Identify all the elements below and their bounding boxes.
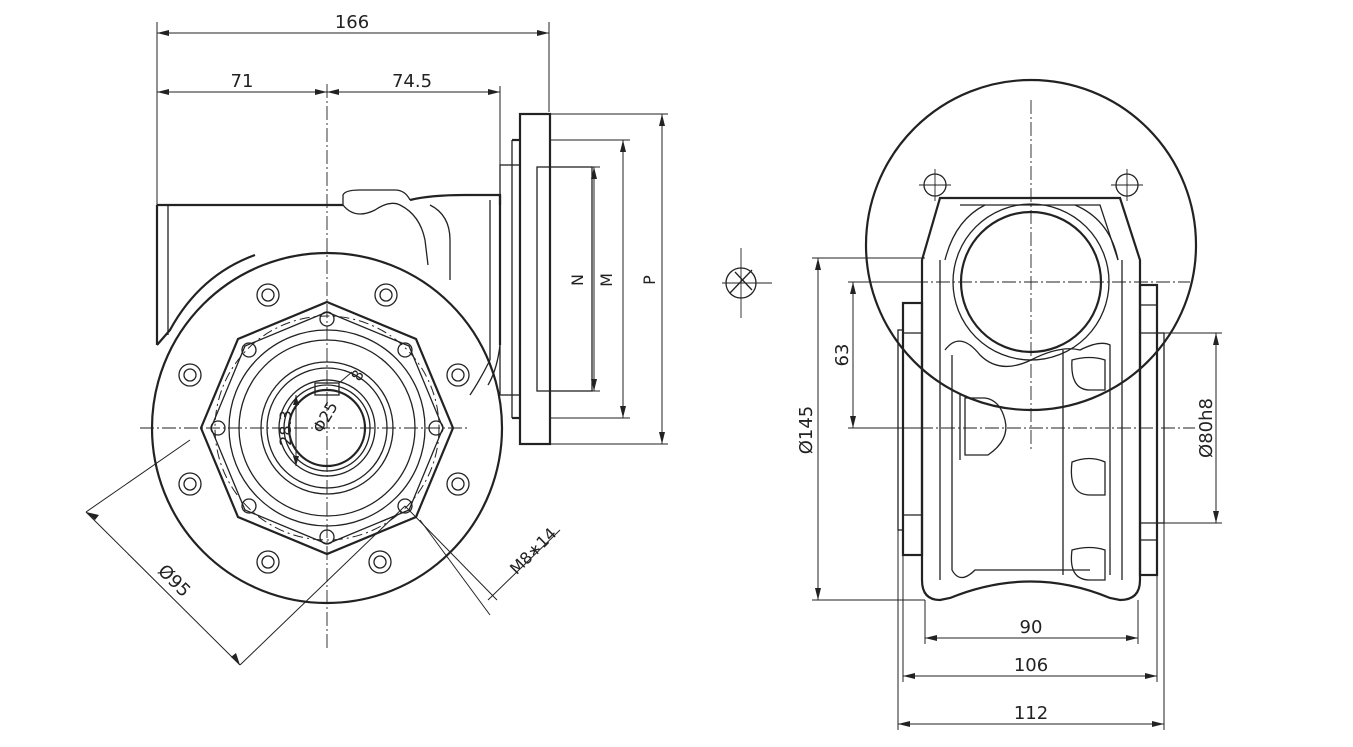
dimension-thread: M8∗14 bbox=[404, 505, 561, 616]
dim-label-foot-width: 106 bbox=[1014, 655, 1048, 676]
dim-label-bolt-circle: Ø95 bbox=[153, 561, 194, 602]
projection-symbol bbox=[722, 248, 772, 318]
front-body bbox=[920, 196, 1142, 602]
side-view: 166 71 74.5 bbox=[85, 12, 668, 666]
input-housing bbox=[155, 189, 502, 396]
front-view: 63 Ø145 Ø80h8 90 bbox=[796, 78, 1222, 730]
dim-label-p: P bbox=[640, 275, 659, 285]
dim-label-pilot-diameter: Ø80h8 bbox=[1196, 398, 1217, 458]
dim-label-thread: M8∗14 bbox=[506, 524, 560, 578]
dim-label-m: M bbox=[597, 273, 616, 287]
front-input-bore bbox=[959, 210, 1103, 354]
dim-label-keyway: 28.3 bbox=[276, 410, 295, 446]
dim-label-overall-width: 112 bbox=[1014, 703, 1048, 724]
dim-label-body-width: 90 bbox=[1020, 617, 1043, 638]
front-flange-circle bbox=[864, 78, 1198, 412]
dimension-90: 90 bbox=[924, 600, 1139, 644]
dimension-diameter-95: Ø95 bbox=[85, 439, 406, 666]
inner-bolt-holes bbox=[210, 311, 444, 545]
octagon-flange bbox=[199, 300, 455, 556]
front-right-plate bbox=[1138, 283, 1165, 577]
outer-bolt-holes bbox=[178, 283, 470, 574]
gearbox-body-side bbox=[150, 251, 504, 605]
dimension-diameter-145: Ø145 bbox=[796, 257, 925, 601]
dim-label-n: N bbox=[568, 274, 587, 286]
dim-label-flange-diameter: Ø145 bbox=[796, 406, 817, 455]
dimension-diameter-80h8: Ø80h8 bbox=[1164, 332, 1222, 524]
dimension-63: 63 bbox=[832, 281, 925, 429]
dim-label-74-5: 74.5 bbox=[392, 71, 432, 92]
dimension-112: 112 bbox=[897, 523, 1165, 730]
dimension-166: 166 bbox=[156, 12, 550, 205]
dim-label-center-height: 63 bbox=[832, 344, 853, 367]
front-flange-holes bbox=[919, 169, 1143, 201]
output-flange-side bbox=[499, 112, 593, 446]
dim-label-71: 71 bbox=[231, 71, 254, 92]
dim-label-166: 166 bbox=[335, 12, 369, 33]
dimension-106: 106 bbox=[902, 555, 1158, 682]
dim-label-bore: Φ25 bbox=[309, 398, 342, 436]
dimension-71-74.5: 71 74.5 bbox=[157, 71, 501, 200]
dimension-n-m-p: N M P bbox=[548, 113, 668, 445]
front-left-plate bbox=[897, 301, 924, 557]
